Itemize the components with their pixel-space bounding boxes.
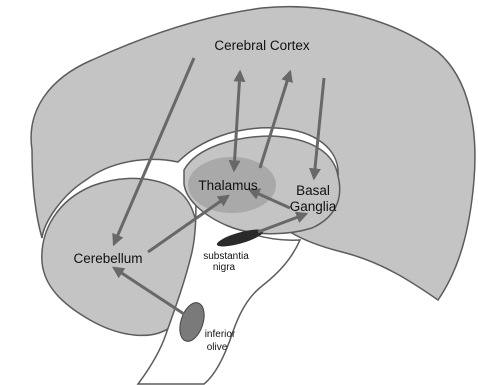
label-cerebral-cortex: Cerebral Cortex	[214, 38, 310, 53]
label-thalamus: Thalamus	[198, 178, 258, 193]
label-substantia-nigra-line2: nigra	[213, 262, 236, 273]
label-inferior-olive-line2: olive	[207, 342, 228, 353]
label-basal-ganglia-line2: Ganglia	[290, 199, 337, 214]
label-inferior-olive-line1: inferior	[205, 329, 236, 340]
label-substantia-nigra-line1: substantia	[203, 251, 249, 262]
label-cerebellum: Cerebellum	[73, 251, 142, 266]
label-basal-ganglia-line1: Basal	[296, 183, 330, 198]
